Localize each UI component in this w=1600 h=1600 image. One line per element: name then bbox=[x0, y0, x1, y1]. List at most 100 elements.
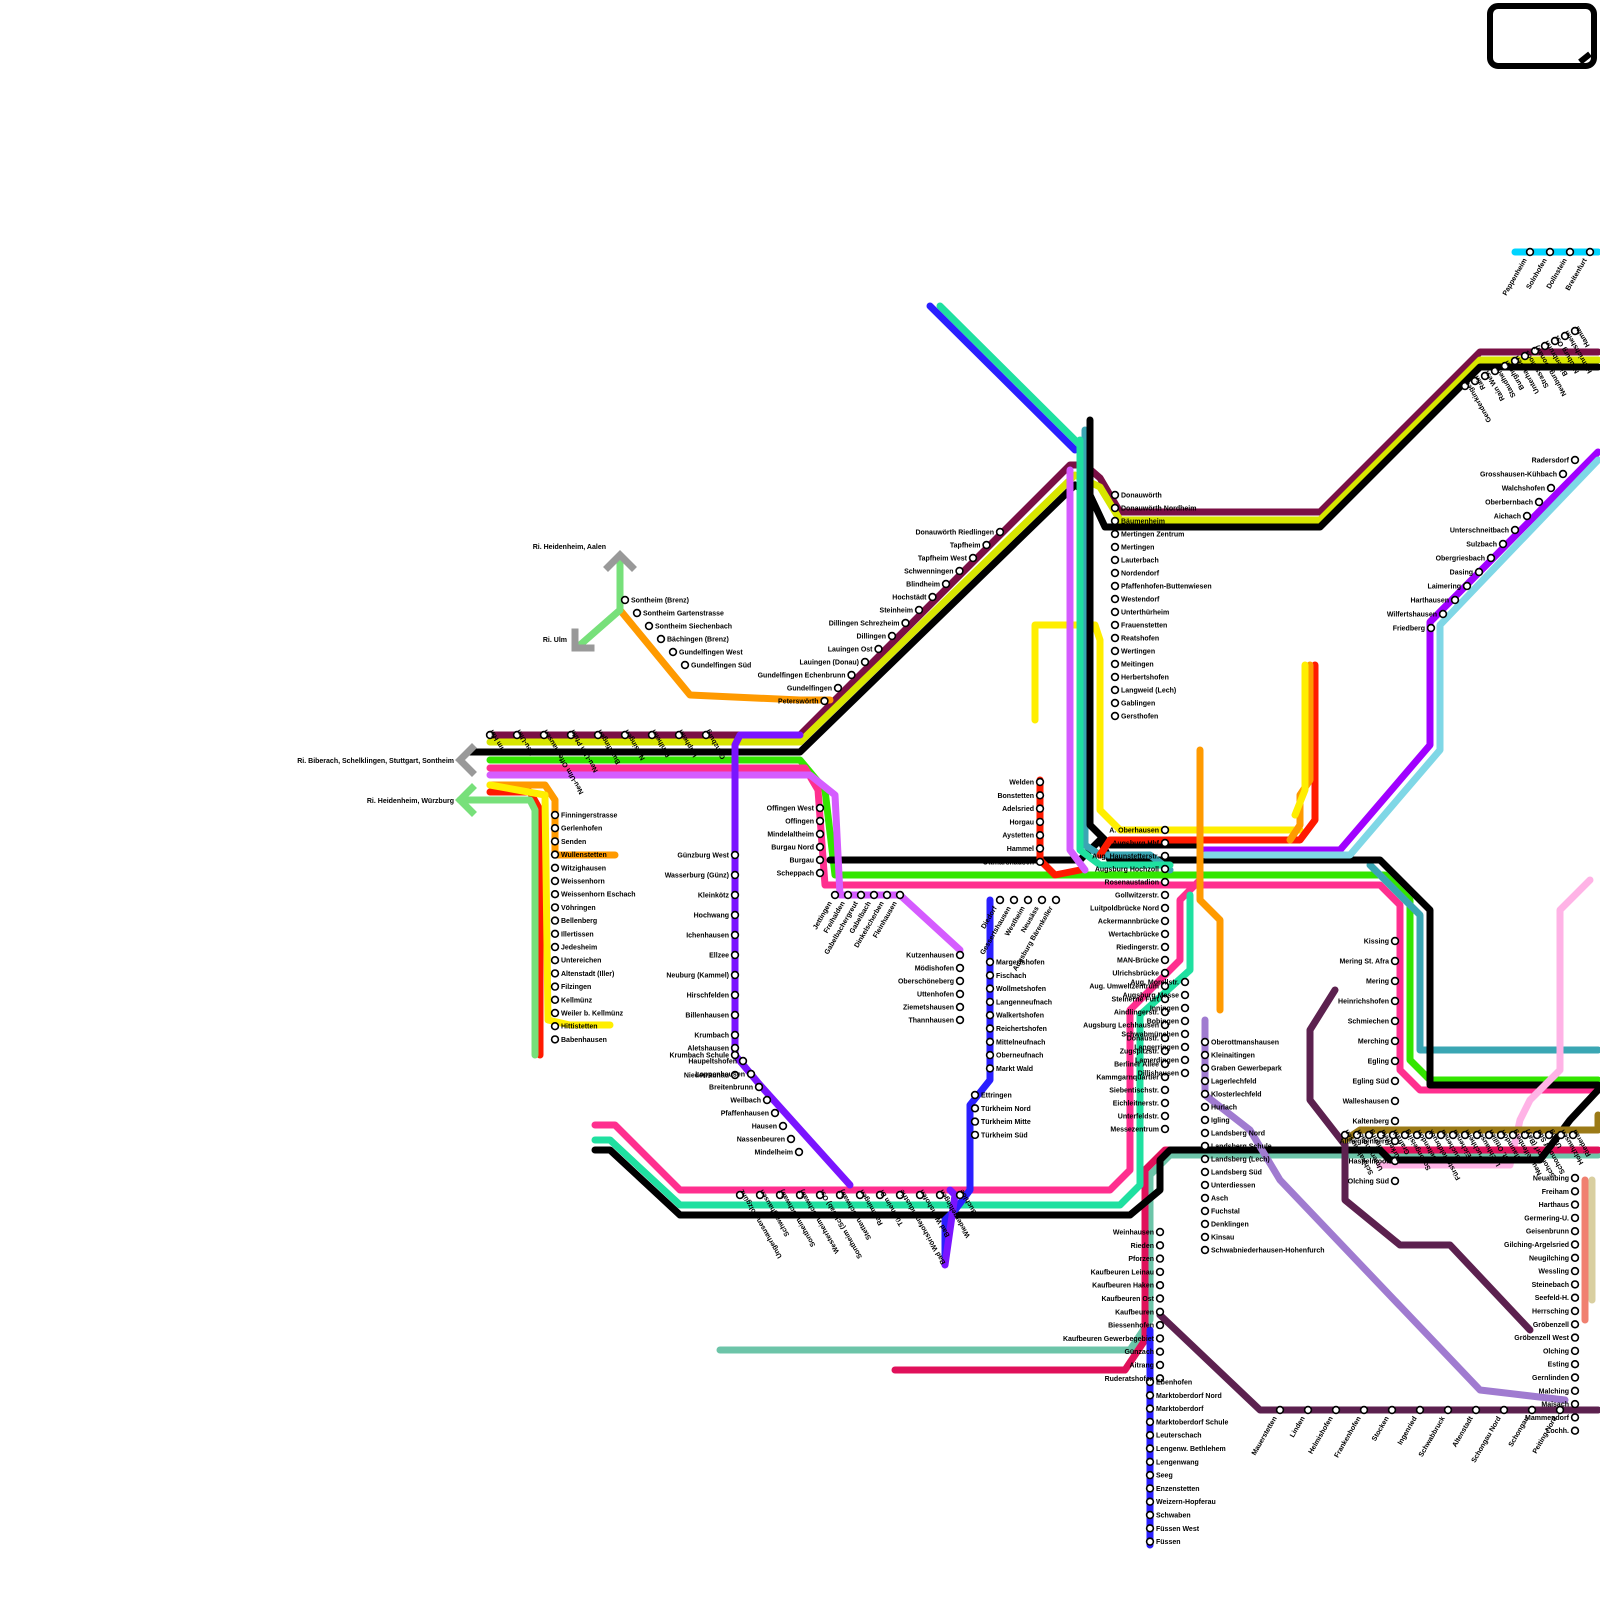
station-stop[interactable] bbox=[987, 959, 994, 966]
station-stop[interactable] bbox=[1182, 1005, 1189, 1012]
station-stop[interactable] bbox=[1392, 978, 1399, 985]
station-stop[interactable] bbox=[1202, 1182, 1209, 1189]
station-stop[interactable] bbox=[1572, 1401, 1579, 1408]
station-stop[interactable] bbox=[987, 1052, 994, 1059]
station-stop[interactable] bbox=[997, 897, 1004, 904]
station-stop[interactable] bbox=[956, 568, 963, 575]
station-stop[interactable] bbox=[957, 1004, 964, 1011]
station-stop[interactable] bbox=[997, 529, 1004, 536]
station-stop[interactable] bbox=[957, 978, 964, 985]
station-stop[interactable] bbox=[634, 610, 641, 617]
station-stop[interactable] bbox=[732, 912, 739, 919]
station-stop[interactable] bbox=[552, 864, 559, 871]
station-stop[interactable] bbox=[1202, 1156, 1209, 1163]
station-stop[interactable] bbox=[1202, 1195, 1209, 1202]
station-stop[interactable] bbox=[732, 852, 739, 859]
station-stop[interactable] bbox=[1392, 938, 1399, 945]
station-stop[interactable] bbox=[970, 555, 977, 562]
station-stop[interactable] bbox=[1037, 845, 1044, 852]
station-stop[interactable] bbox=[1452, 597, 1459, 604]
station-stop[interactable] bbox=[1147, 1445, 1154, 1452]
station-stop[interactable] bbox=[1529, 1407, 1536, 1414]
station-stop[interactable] bbox=[1112, 492, 1119, 499]
station-stop[interactable] bbox=[552, 944, 559, 951]
station-stop[interactable] bbox=[1157, 1348, 1164, 1355]
station-stop[interactable] bbox=[1162, 840, 1169, 847]
station-stop[interactable] bbox=[1162, 853, 1169, 860]
station-stop[interactable] bbox=[1572, 1427, 1579, 1434]
station-stop[interactable] bbox=[732, 1032, 739, 1039]
station-stop[interactable] bbox=[748, 1071, 755, 1078]
station-stop[interactable] bbox=[1162, 866, 1169, 873]
station-stop[interactable] bbox=[817, 857, 824, 864]
station-stop[interactable] bbox=[1202, 1078, 1209, 1085]
station-stop[interactable] bbox=[1162, 892, 1169, 899]
station-stop[interactable] bbox=[972, 1092, 979, 1099]
station-stop[interactable] bbox=[1548, 485, 1555, 492]
station-stop[interactable] bbox=[1527, 249, 1534, 256]
station-stop[interactable] bbox=[1202, 1221, 1209, 1228]
station-stop[interactable] bbox=[646, 623, 653, 630]
station-stop[interactable] bbox=[972, 1132, 979, 1139]
station-stop[interactable] bbox=[732, 892, 739, 899]
station-stop[interactable] bbox=[1572, 1414, 1579, 1421]
station-stop[interactable] bbox=[552, 917, 559, 924]
station-stop[interactable] bbox=[1162, 931, 1169, 938]
station-stop[interactable] bbox=[1157, 1282, 1164, 1289]
station-stop[interactable] bbox=[1182, 1057, 1189, 1064]
station-stop[interactable] bbox=[1392, 1178, 1399, 1185]
station-stop[interactable] bbox=[987, 1065, 994, 1072]
station-stop[interactable] bbox=[1182, 1044, 1189, 1051]
station-stop[interactable] bbox=[732, 872, 739, 879]
station-stop[interactable] bbox=[1162, 944, 1169, 951]
station-stop[interactable] bbox=[1587, 249, 1594, 256]
station-stop[interactable] bbox=[1162, 1087, 1169, 1094]
station-stop[interactable] bbox=[1037, 819, 1044, 826]
station-stop[interactable] bbox=[929, 594, 936, 601]
station-stop[interactable] bbox=[817, 818, 824, 825]
station-stop[interactable] bbox=[1389, 1407, 1396, 1414]
station-stop[interactable] bbox=[772, 1110, 779, 1117]
station-stop[interactable] bbox=[1157, 1308, 1164, 1315]
station-stop[interactable] bbox=[1572, 1387, 1579, 1394]
station-stop[interactable] bbox=[1501, 1407, 1508, 1414]
station-stop[interactable] bbox=[1162, 879, 1169, 886]
station-stop[interactable] bbox=[1572, 457, 1579, 464]
station-stop[interactable] bbox=[1202, 1065, 1209, 1072]
station-stop[interactable] bbox=[1305, 1407, 1312, 1414]
station-stop[interactable] bbox=[552, 1036, 559, 1043]
station-stop[interactable] bbox=[1202, 1234, 1209, 1241]
station-stop[interactable] bbox=[740, 1058, 747, 1065]
station-stop[interactable] bbox=[1202, 1208, 1209, 1215]
station-stop[interactable] bbox=[821, 698, 828, 705]
station-stop[interactable] bbox=[1162, 1126, 1169, 1133]
station-stop[interactable] bbox=[732, 952, 739, 959]
station-stop[interactable] bbox=[1112, 505, 1119, 512]
station-stop[interactable] bbox=[1560, 471, 1567, 478]
station-stop[interactable] bbox=[848, 672, 855, 679]
station-stop[interactable] bbox=[1488, 555, 1495, 562]
station-stop[interactable] bbox=[1112, 687, 1119, 694]
station-stop[interactable] bbox=[1202, 1039, 1209, 1046]
station-stop[interactable] bbox=[1202, 1169, 1209, 1176]
station-stop[interactable] bbox=[1112, 583, 1119, 590]
station-stop[interactable] bbox=[1147, 1405, 1154, 1412]
station-stop[interactable] bbox=[732, 972, 739, 979]
station-stop[interactable] bbox=[1572, 1361, 1579, 1368]
station-stop[interactable] bbox=[1202, 1104, 1209, 1111]
station-stop[interactable] bbox=[1037, 832, 1044, 839]
station-stop[interactable] bbox=[1277, 1407, 1284, 1414]
station-stop[interactable] bbox=[1112, 609, 1119, 616]
station-stop[interactable] bbox=[1202, 1117, 1209, 1124]
station-stop[interactable] bbox=[1572, 1334, 1579, 1341]
station-stop[interactable] bbox=[552, 957, 559, 964]
station-stop[interactable] bbox=[902, 620, 909, 627]
station-stop[interactable] bbox=[1112, 570, 1119, 577]
station-stop[interactable] bbox=[1112, 596, 1119, 603]
station-stop[interactable] bbox=[987, 985, 994, 992]
station-stop[interactable] bbox=[1572, 1268, 1579, 1275]
station-stop[interactable] bbox=[987, 1012, 994, 1019]
station-stop[interactable] bbox=[897, 892, 904, 899]
station-stop[interactable] bbox=[884, 892, 891, 899]
station-stop[interactable] bbox=[983, 542, 990, 549]
